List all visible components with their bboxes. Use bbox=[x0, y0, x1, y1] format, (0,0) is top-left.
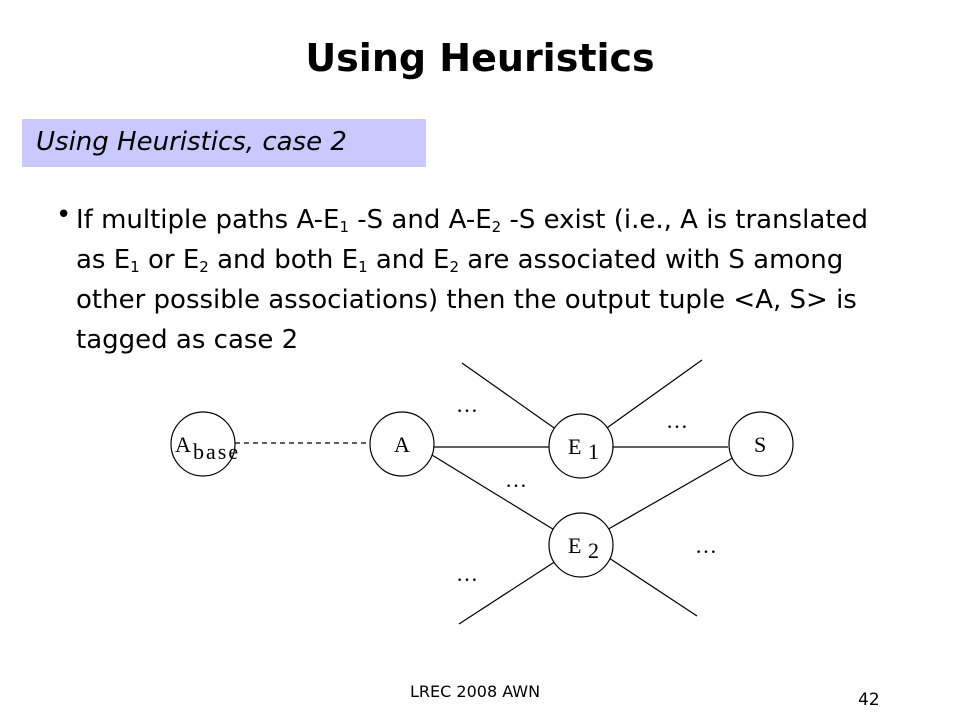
node-e1-sub: 1 bbox=[588, 439, 599, 464]
stub-e2-lower-right bbox=[605, 555, 698, 617]
footer-text: LREC 2008 AWN bbox=[410, 682, 541, 701]
bullet-text: If multiple paths A-E1 -S and A-E2 -S ex… bbox=[76, 200, 896, 360]
ellipsis-upper-left: … bbox=[456, 392, 478, 417]
text-segment: and both E bbox=[208, 245, 359, 275]
stub-e2-lower-left bbox=[458, 560, 557, 625]
node-s: S bbox=[728, 411, 794, 477]
text-segment: or E bbox=[139, 245, 200, 275]
node-a-label: A bbox=[394, 432, 410, 457]
ellipsis-lower-left: … bbox=[456, 561, 478, 586]
subtitle-box: Using Heuristics, case 2 bbox=[22, 119, 426, 167]
subscript: 1 bbox=[339, 218, 350, 236]
node-s-label: S bbox=[754, 432, 766, 457]
node-a-base-sub: base bbox=[193, 439, 240, 464]
node-a-base: A base bbox=[170, 411, 240, 477]
ellipsis-middle: … bbox=[505, 467, 527, 492]
node-e1-label: E bbox=[568, 434, 581, 459]
edge-a-to-e2 bbox=[431, 454, 557, 532]
node-a-base-label: A bbox=[175, 432, 191, 457]
ellipsis-lower-right: … bbox=[695, 533, 717, 558]
text-segment: -S exist (i.e., A is translated as E bbox=[76, 205, 868, 275]
stub-e1-upper-right bbox=[603, 359, 703, 431]
bullet-marker: • bbox=[56, 200, 72, 230]
subscript: 2 bbox=[449, 258, 460, 276]
text-segment: are associated with S among other possib… bbox=[76, 245, 857, 355]
text-segment: If multiple paths A-E bbox=[76, 205, 340, 235]
node-e1: E 1 bbox=[548, 413, 614, 479]
page-number: 42 bbox=[858, 690, 880, 710]
text-segment: and E bbox=[367, 245, 450, 275]
subscript: 1 bbox=[130, 258, 140, 276]
subscript: 1 bbox=[358, 258, 368, 276]
node-e2: E 2 bbox=[548, 512, 614, 578]
ellipsis-upper-right: … bbox=[666, 408, 688, 433]
subscript: 2 bbox=[199, 258, 209, 276]
slide-title: Using Heuristics bbox=[305, 36, 655, 80]
stub-e1-upper-left bbox=[461, 362, 558, 431]
slide-subtitle: Using Heuristics, case 2 bbox=[36, 127, 347, 157]
node-e2-sub: 2 bbox=[588, 538, 599, 563]
node-e2-label: E bbox=[568, 533, 581, 558]
text-segment: -S and A-E bbox=[349, 205, 492, 235]
edge-e2-to-s bbox=[604, 455, 737, 532]
node-a: A bbox=[369, 411, 435, 477]
subscript: 2 bbox=[491, 218, 502, 236]
